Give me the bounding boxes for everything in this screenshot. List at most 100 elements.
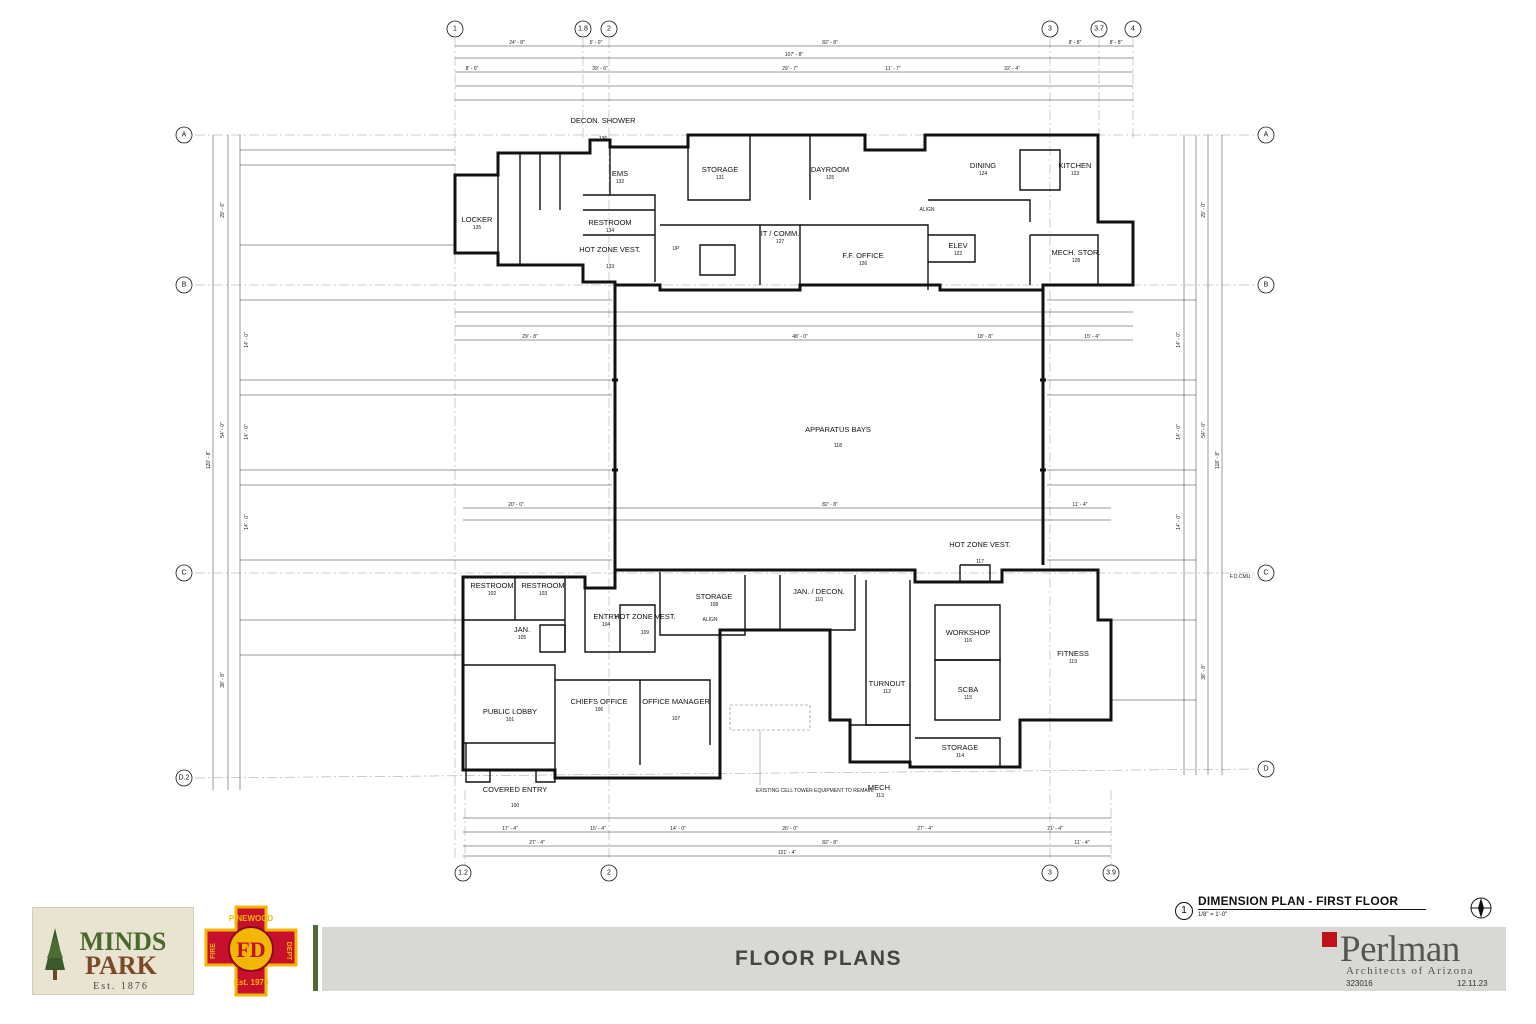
dim-top-e: 8' - 8": [1110, 40, 1123, 46]
dim-b3: 18' - 8": [977, 334, 993, 340]
drawing-scale: 1/8" = 1'-0": [1198, 912, 1228, 918]
grid-top-3: 3: [1048, 26, 1052, 33]
note-align-2: ALIGN: [702, 617, 717, 623]
room-dayroom-num: 125: [826, 175, 835, 181]
room-ems-name: EMS: [612, 169, 628, 178]
dim-bot-overall: 121' - 4": [778, 850, 797, 856]
room-scba-name: SCBA: [958, 685, 978, 694]
dim-bot2-d: 26' - 0": [782, 826, 798, 832]
room-fitness-num: 119: [1069, 659, 1077, 665]
room-restroom-103-num: 103: [539, 591, 548, 597]
room-hot-zone-109-num: 109: [641, 630, 650, 636]
note-fo-cmu: F.O.CMU: [1230, 574, 1251, 580]
dim-bay-4: 14' - 0": [1176, 332, 1182, 348]
grid-left-d2: D.2: [179, 775, 190, 782]
dim-top-c: 82' - 8": [822, 40, 838, 46]
room-chiefs-office-num: 106: [595, 707, 604, 713]
minds-logo-line1: MINDS: [80, 927, 167, 956]
room-storage-108-num: 108: [710, 602, 719, 608]
building-walls: [453, 133, 1135, 785]
fire-logo-est: Est. 1973: [234, 978, 269, 987]
minds-park-logo: MINDS PARK Est. 1876: [32, 907, 194, 995]
grid-right-c: C: [1263, 570, 1268, 577]
room-labels: DECON. SHOWER 136 EMS 132 STORAGE 131 DA…: [462, 116, 1101, 809]
dim-row3-c: 29' - 7": [782, 66, 798, 72]
room-hot-zone-117-num: 117: [976, 559, 984, 565]
dim-row3-a: 8' - 0": [466, 66, 479, 72]
grid-top-2: 2: [607, 26, 611, 33]
dimension-lines: [212, 45, 1223, 857]
dim-bot-b: 82' - 8": [822, 840, 838, 846]
fire-logo-right: DEPT: [285, 942, 292, 961]
minds-park-logo-graphic: MINDS PARK Est. 1876: [45, 927, 167, 992]
dim-bay-6: 14' - 0": [1176, 514, 1182, 530]
room-dayroom-name: DAYROOM: [811, 165, 849, 174]
room-storage-114-num: 114: [956, 753, 964, 759]
room-office-manager-num: 107: [672, 716, 681, 722]
dim-right-38: 38' - 8": [1201, 664, 1207, 680]
dim-right-overall: 118' - 8": [1215, 451, 1221, 469]
grid-left-a: A: [182, 132, 187, 139]
fire-logo-top: PINEWOOD: [229, 914, 274, 923]
grid-top-3-7: 3.7: [1094, 26, 1104, 33]
room-public-lobby-name: PUBLIC LOBBY: [483, 707, 537, 716]
grid-right-b: B: [1264, 282, 1269, 289]
note-align-1: ALIGN: [919, 207, 934, 213]
fire-dept-badge-icon: FD PINEWOOD FIRE DEPT Est. 1973: [204, 905, 298, 997]
room-storage-108-name: STORAGE: [696, 592, 733, 601]
dim-mid-b: 82' - 8": [822, 502, 838, 508]
room-locker-num: 135: [473, 225, 482, 231]
grid-top-4: 4: [1131, 26, 1135, 33]
fire-logo-left: FIRE: [210, 943, 217, 959]
dim-b2: 48' - 0": [792, 334, 808, 340]
room-restroom-102-name: RESTROOM: [470, 581, 513, 590]
sheet-title: FLOOR PLANS: [735, 947, 902, 970]
room-locker-name: LOCKER: [462, 215, 493, 224]
dim-row3-e: 32' - 4": [1004, 66, 1020, 72]
sheet-footer: MINDS PARK Est. 1876 FD PINEWOOD FIRE DE…: [0, 905, 1536, 1024]
project-number: 323016: [1346, 979, 1373, 988]
minds-logo-line2: PARK: [85, 951, 158, 980]
room-restroom-134-name: RESTROOM: [588, 218, 631, 227]
pinewood-fire-logo: FD PINEWOOD FIRE DEPT Est. 1973: [201, 905, 301, 997]
room-workshop-num: 116: [964, 638, 972, 644]
room-apparatus-bays-name: APPARATUS BAYS: [805, 425, 871, 434]
grid-bottom-3-9: 3.9: [1106, 870, 1116, 877]
grid-top-1: 1: [453, 26, 457, 33]
room-restroom-103-name: RESTROOM: [521, 581, 564, 590]
room-apparatus-bays-num: 118: [834, 443, 842, 449]
grid-bottom-3: 3: [1048, 870, 1052, 877]
minds-logo-est: Est. 1876: [93, 981, 149, 992]
grid-bottom-1-2: 1.2: [458, 870, 468, 877]
room-public-lobby-num: 101: [506, 717, 515, 723]
dim-mid-c: 11' - 4": [1072, 502, 1087, 508]
dim-bot-c: 11' - 4": [1074, 840, 1089, 846]
floor-plan-drawing: 1 1.8 2 3 3.7 4 1.2 2 3 3.9 A B C D.2 A …: [175, 20, 1275, 882]
dim-top-d: 8' - 8": [1069, 40, 1082, 46]
room-hot-zone-133-name: HOT ZONE VEST.: [579, 245, 641, 254]
dim-mid-a: 20' - 0": [508, 502, 524, 508]
room-storage-131-num: 131: [716, 175, 725, 181]
grid-right-a: A: [1264, 132, 1269, 139]
perlman-logo: Perlman Architects of Arizona 323016 12.…: [1320, 929, 1500, 992]
room-mech-num: 113: [876, 793, 884, 799]
dim-left-38: 38' - 8": [220, 672, 226, 688]
room-decon-shower-num: 136: [599, 136, 608, 142]
dim-top-a: 24' - 8": [509, 40, 525, 46]
room-it-comm-num: 127: [776, 239, 785, 245]
grid-left-b: B: [182, 282, 187, 289]
accent-divider: [313, 925, 318, 991]
dim-bot2-b: 15' - 4": [590, 826, 606, 832]
room-ff-office-num: 126: [859, 261, 868, 267]
dim-b4: 15' - 4": [1084, 334, 1100, 340]
dim-bay-2: 14' - 0": [244, 424, 250, 440]
room-covered-entry-name: COVERED ENTRY: [483, 785, 547, 794]
dim-b1: 29' - 8": [522, 334, 538, 340]
firm-subtitle: Architects of Arizona: [1346, 965, 1475, 977]
plan-notes: EXISTING CELL TOWER EQUIPMENT TO REMAIN.…: [673, 207, 1251, 794]
title-band: [322, 927, 1506, 991]
room-ff-office-name: F.F. OFFICE: [842, 251, 883, 260]
dim-bot2-e: 27' - 4": [917, 826, 933, 832]
room-entry-name: ENTRY: [593, 612, 618, 621]
room-kitchen-num: 123: [1071, 171, 1080, 177]
